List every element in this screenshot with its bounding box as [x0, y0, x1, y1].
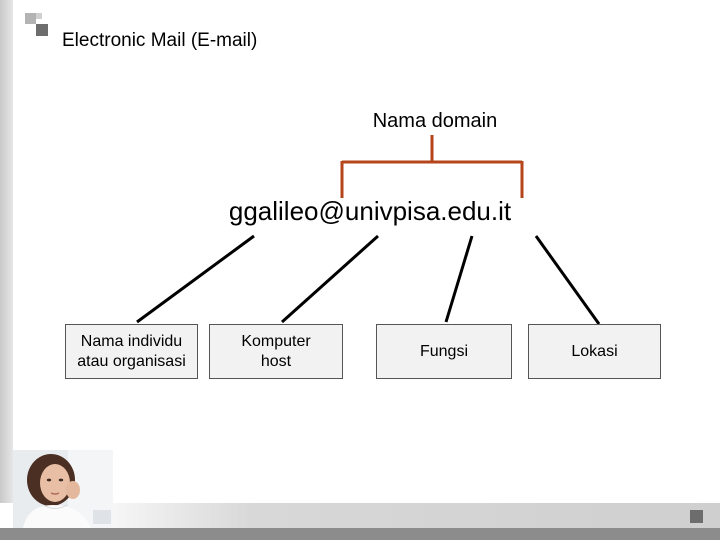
part-box-label: Komputer — [241, 332, 311, 350]
corner-square-icon — [690, 510, 703, 523]
connector-line-individual — [136, 234, 255, 324]
domain-bracket — [340, 135, 524, 198]
slide-title: Electronic Mail (E-mail) — [62, 30, 258, 51]
part-box-label: host — [260, 352, 292, 370]
connector-line-location — [534, 235, 601, 325]
part-box-label: atau organisasi — [77, 352, 186, 370]
part-box-function: Fungsi — [376, 324, 512, 379]
connector-line-host — [280, 234, 380, 324]
woman-photo — [13, 450, 113, 528]
domain-name-label: Nama domain — [372, 110, 498, 132]
bottom-decor-strip — [0, 528, 720, 540]
part-box-host: Komputer host — [209, 324, 343, 379]
part-box-label: Nama individu — [80, 332, 183, 350]
part-box-individual: Nama individu atau organisasi — [65, 324, 198, 379]
part-box-label: Fungsi — [419, 342, 469, 360]
email-address: ggalileo@univpisa.edu.it — [228, 196, 512, 226]
connector-line-function — [444, 235, 474, 323]
part-box-location: Lokasi — [528, 324, 661, 379]
left-decor-band — [0, 0, 13, 540]
part-box-label: Lokasi — [571, 342, 618, 360]
